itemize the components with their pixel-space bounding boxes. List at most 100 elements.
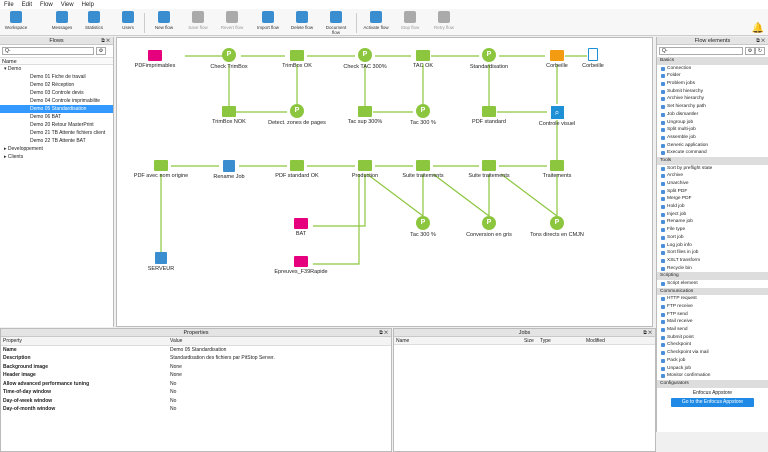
revert-flow-button[interactable]: Revert flow bbox=[218, 11, 246, 30]
tree-group[interactable]: ▾ Demo bbox=[0, 65, 113, 73]
delete-flow-button[interactable]: Delete flow bbox=[288, 11, 316, 30]
property-value[interactable]: None bbox=[170, 363, 182, 370]
element-item[interactable]: Unarchive bbox=[657, 180, 768, 188]
menu-help[interactable]: Help bbox=[81, 1, 94, 8]
statistics-button[interactable]: Statistics bbox=[80, 11, 108, 30]
jobs-col-name[interactable]: Name bbox=[396, 338, 410, 344]
menu-file[interactable]: File bbox=[4, 1, 14, 8]
element-item[interactable]: Recycle bin bbox=[657, 265, 768, 273]
element-item[interactable]: Job dismantler bbox=[657, 111, 768, 119]
element-item[interactable]: HTTP request bbox=[657, 295, 768, 303]
element-item[interactable]: Assemble job bbox=[657, 134, 768, 142]
node-rename-job[interactable]: Rename Job bbox=[199, 160, 259, 180]
element-item[interactable]: Submit hierarchy bbox=[657, 88, 768, 96]
gear-icon[interactable]: ⚙ bbox=[745, 47, 755, 55]
property-value[interactable]: No bbox=[170, 380, 177, 387]
node-tac-sup[interactable]: Tac sup 300% bbox=[335, 106, 395, 125]
element-item[interactable]: Merge PDF bbox=[657, 195, 768, 203]
node-serveur[interactable]: SERVEUR bbox=[131, 252, 191, 272]
node-trimbox-ok[interactable]: TrimBox OK bbox=[267, 50, 327, 69]
property-value[interactable]: None bbox=[170, 372, 182, 379]
element-item[interactable]: Split multi-job bbox=[657, 126, 768, 134]
node-suite-2[interactable]: Suite traitements bbox=[459, 160, 519, 179]
node-trimbox-nok[interactable]: TrimBox NOK bbox=[199, 106, 259, 125]
node-suite-1[interactable]: Suite traitements bbox=[393, 160, 453, 179]
jobs-col-size[interactable]: Size bbox=[524, 338, 534, 344]
node-bat[interactable]: BAT bbox=[271, 218, 331, 237]
tree-item[interactable]: Demo 22 TB Attente BAT bbox=[0, 137, 113, 145]
tree-item[interactable]: Demo 02 Réception bbox=[0, 81, 113, 89]
element-item[interactable]: Ungroup job bbox=[657, 119, 768, 127]
menu-view[interactable]: View bbox=[60, 1, 74, 8]
element-item[interactable]: Rename job bbox=[657, 218, 768, 226]
element-item[interactable]: Mail receive bbox=[657, 318, 768, 326]
element-item[interactable]: FTP receive bbox=[657, 303, 768, 311]
document-flow-button[interactable]: Document flow bbox=[322, 11, 350, 35]
flows-search-input[interactable]: Q- bbox=[2, 47, 94, 55]
property-value[interactable]: No bbox=[170, 389, 177, 396]
node-pdf-imprimables[interactable]: PDFimprimables bbox=[125, 50, 185, 69]
menu-flow[interactable]: Flow bbox=[40, 1, 53, 8]
import-flow-button[interactable]: Import flow bbox=[254, 11, 282, 30]
tree-item[interactable]: Demo 04 Controle imprimabilite bbox=[0, 97, 113, 105]
node-pdf-standard-ok[interactable]: PDF standard OK bbox=[267, 160, 327, 179]
activate-flow-button[interactable]: Activate flow bbox=[362, 11, 390, 30]
panel-controls-icon[interactable]: ⧉ ✕ bbox=[101, 38, 110, 44]
element-category[interactable]: Configurators bbox=[657, 379, 768, 388]
element-item[interactable]: Archive hierarchy bbox=[657, 95, 768, 103]
node-pdf-nom-origine[interactable]: PDF avec nom origine bbox=[131, 160, 191, 179]
element-item[interactable]: File type bbox=[657, 226, 768, 234]
element-category[interactable]: Basics bbox=[657, 57, 768, 65]
tree-item[interactable]: Demo 03 Controle devis bbox=[0, 89, 113, 97]
tree-item[interactable]: Demo 06 BAT bbox=[0, 113, 113, 121]
element-item[interactable]: FTP send bbox=[657, 311, 768, 319]
node-controle-visuel[interactable]: ⌕Controle visuel bbox=[527, 106, 587, 127]
element-item[interactable]: Inject job bbox=[657, 211, 768, 219]
tree-item[interactable]: Demo 21 TB Attente fichiers client bbox=[0, 129, 113, 137]
element-item[interactable]: Connection bbox=[657, 65, 768, 73]
element-item[interactable]: Monitor confirmation bbox=[657, 372, 768, 380]
gear-icon[interactable]: ⚙ bbox=[96, 47, 106, 55]
users-button[interactable]: Users bbox=[114, 11, 142, 30]
element-item[interactable]: Checkpoint bbox=[657, 341, 768, 349]
node-tac-ok[interactable]: TAC OK bbox=[393, 50, 453, 69]
element-item[interactable]: Script element bbox=[657, 280, 768, 288]
messages-button[interactable]: Messages bbox=[48, 11, 76, 30]
tree-item[interactable]: Demo 20 Retour MasterPrint bbox=[0, 121, 113, 129]
property-value[interactable]: Demo 05 Standardisation bbox=[170, 347, 227, 353]
panel-controls-icon[interactable]: ⧉ ✕ bbox=[643, 330, 652, 336]
element-category[interactable]: Scripting bbox=[657, 272, 768, 280]
element-item[interactable]: XSLT transform bbox=[657, 257, 768, 265]
property-value[interactable]: No bbox=[170, 397, 177, 404]
new-flow-button[interactable]: New flow bbox=[150, 11, 178, 30]
workspace-button[interactable]: Workspace bbox=[2, 11, 30, 30]
refresh-icon[interactable]: ↻ bbox=[755, 47, 765, 55]
element-item[interactable]: Hold job bbox=[657, 203, 768, 211]
element-category[interactable]: Communication bbox=[657, 287, 768, 296]
element-item[interactable]: Folder bbox=[657, 72, 768, 80]
element-item[interactable]: Generic application bbox=[657, 142, 768, 150]
property-value[interactable]: Standardisation des fichiers par PitStop… bbox=[170, 355, 275, 362]
element-item[interactable]: Sort files in job bbox=[657, 249, 768, 257]
element-item[interactable]: Submit point bbox=[657, 334, 768, 342]
node-pdf-standard[interactable]: PDF standard bbox=[459, 106, 519, 125]
flow-elements-search-input[interactable]: Q- bbox=[659, 47, 743, 55]
element-item[interactable]: Pack job bbox=[657, 357, 768, 365]
element-item[interactable]: Log job info bbox=[657, 242, 768, 250]
element-item[interactable]: Unpack job bbox=[657, 365, 768, 373]
element-item[interactable]: Split PDF bbox=[657, 188, 768, 196]
expand-arrow-icon[interactable]: ▾ bbox=[4, 66, 8, 72]
retry-flow-button[interactable]: Retry flow bbox=[430, 11, 458, 30]
tree-group[interactable]: ▸ Clients bbox=[0, 153, 113, 161]
